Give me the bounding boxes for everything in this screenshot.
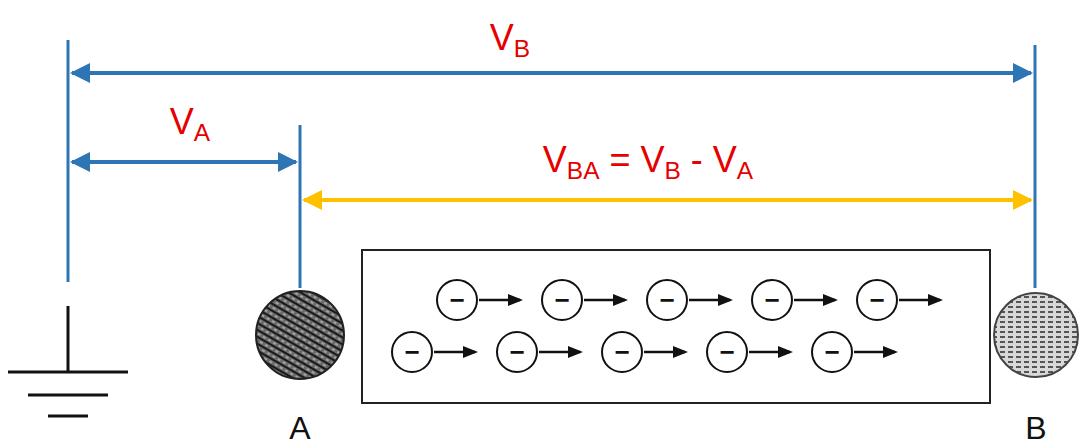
- electron: −: [646, 279, 688, 321]
- voltage-arrow: [72, 71, 1031, 75]
- ground-symbol: [48, 415, 88, 418]
- motion-arrow: [794, 299, 835, 302]
- motion-arrow: [689, 299, 730, 302]
- voltage-arrow: [304, 198, 1031, 202]
- motion-arrow: [644, 351, 685, 354]
- charge-sign: −: [659, 287, 674, 313]
- charge-sign: −: [404, 339, 419, 365]
- charge-sign: −: [764, 287, 779, 313]
- charge-sign: −: [614, 339, 629, 365]
- charge-sign: −: [869, 287, 884, 313]
- motion-arrow: [434, 351, 475, 354]
- reference-line: [1034, 45, 1037, 288]
- conductor-bar: [362, 250, 990, 403]
- voltage-label: VBA = VB - VA: [543, 142, 753, 178]
- electron: −: [601, 331, 643, 373]
- ground-symbol: [28, 394, 108, 397]
- motion-arrow: [584, 299, 625, 302]
- reference-line: [67, 40, 70, 282]
- voltage-arrow: [72, 160, 296, 164]
- electron: −: [856, 279, 898, 321]
- electron: −: [496, 331, 538, 373]
- electron: −: [751, 279, 793, 321]
- charge-sign: −: [824, 339, 839, 365]
- motion-arrow: [539, 351, 580, 354]
- motion-arrow: [899, 299, 940, 302]
- terminal-label: B: [1025, 412, 1046, 444]
- motion-arrow: [479, 299, 520, 302]
- electron: −: [436, 279, 478, 321]
- ground-symbol: [67, 306, 70, 372]
- terminal-label: A: [289, 412, 310, 444]
- charge-sign: −: [719, 339, 734, 365]
- voltage-label: VB: [490, 20, 530, 56]
- charge-sign: −: [449, 287, 464, 313]
- electron: −: [706, 331, 748, 373]
- terminal-b: [994, 293, 1078, 377]
- voltage-label: VA: [170, 104, 210, 140]
- electron: −: [811, 331, 853, 373]
- motion-arrow: [749, 351, 790, 354]
- motion-arrow: [854, 351, 895, 354]
- charge-sign: −: [554, 287, 569, 313]
- charge-sign: −: [509, 339, 524, 365]
- electron: −: [391, 331, 433, 373]
- reference-line: [299, 125, 302, 288]
- terminal-a: [256, 291, 344, 379]
- ground-symbol: [8, 371, 128, 374]
- electron: −: [541, 279, 583, 321]
